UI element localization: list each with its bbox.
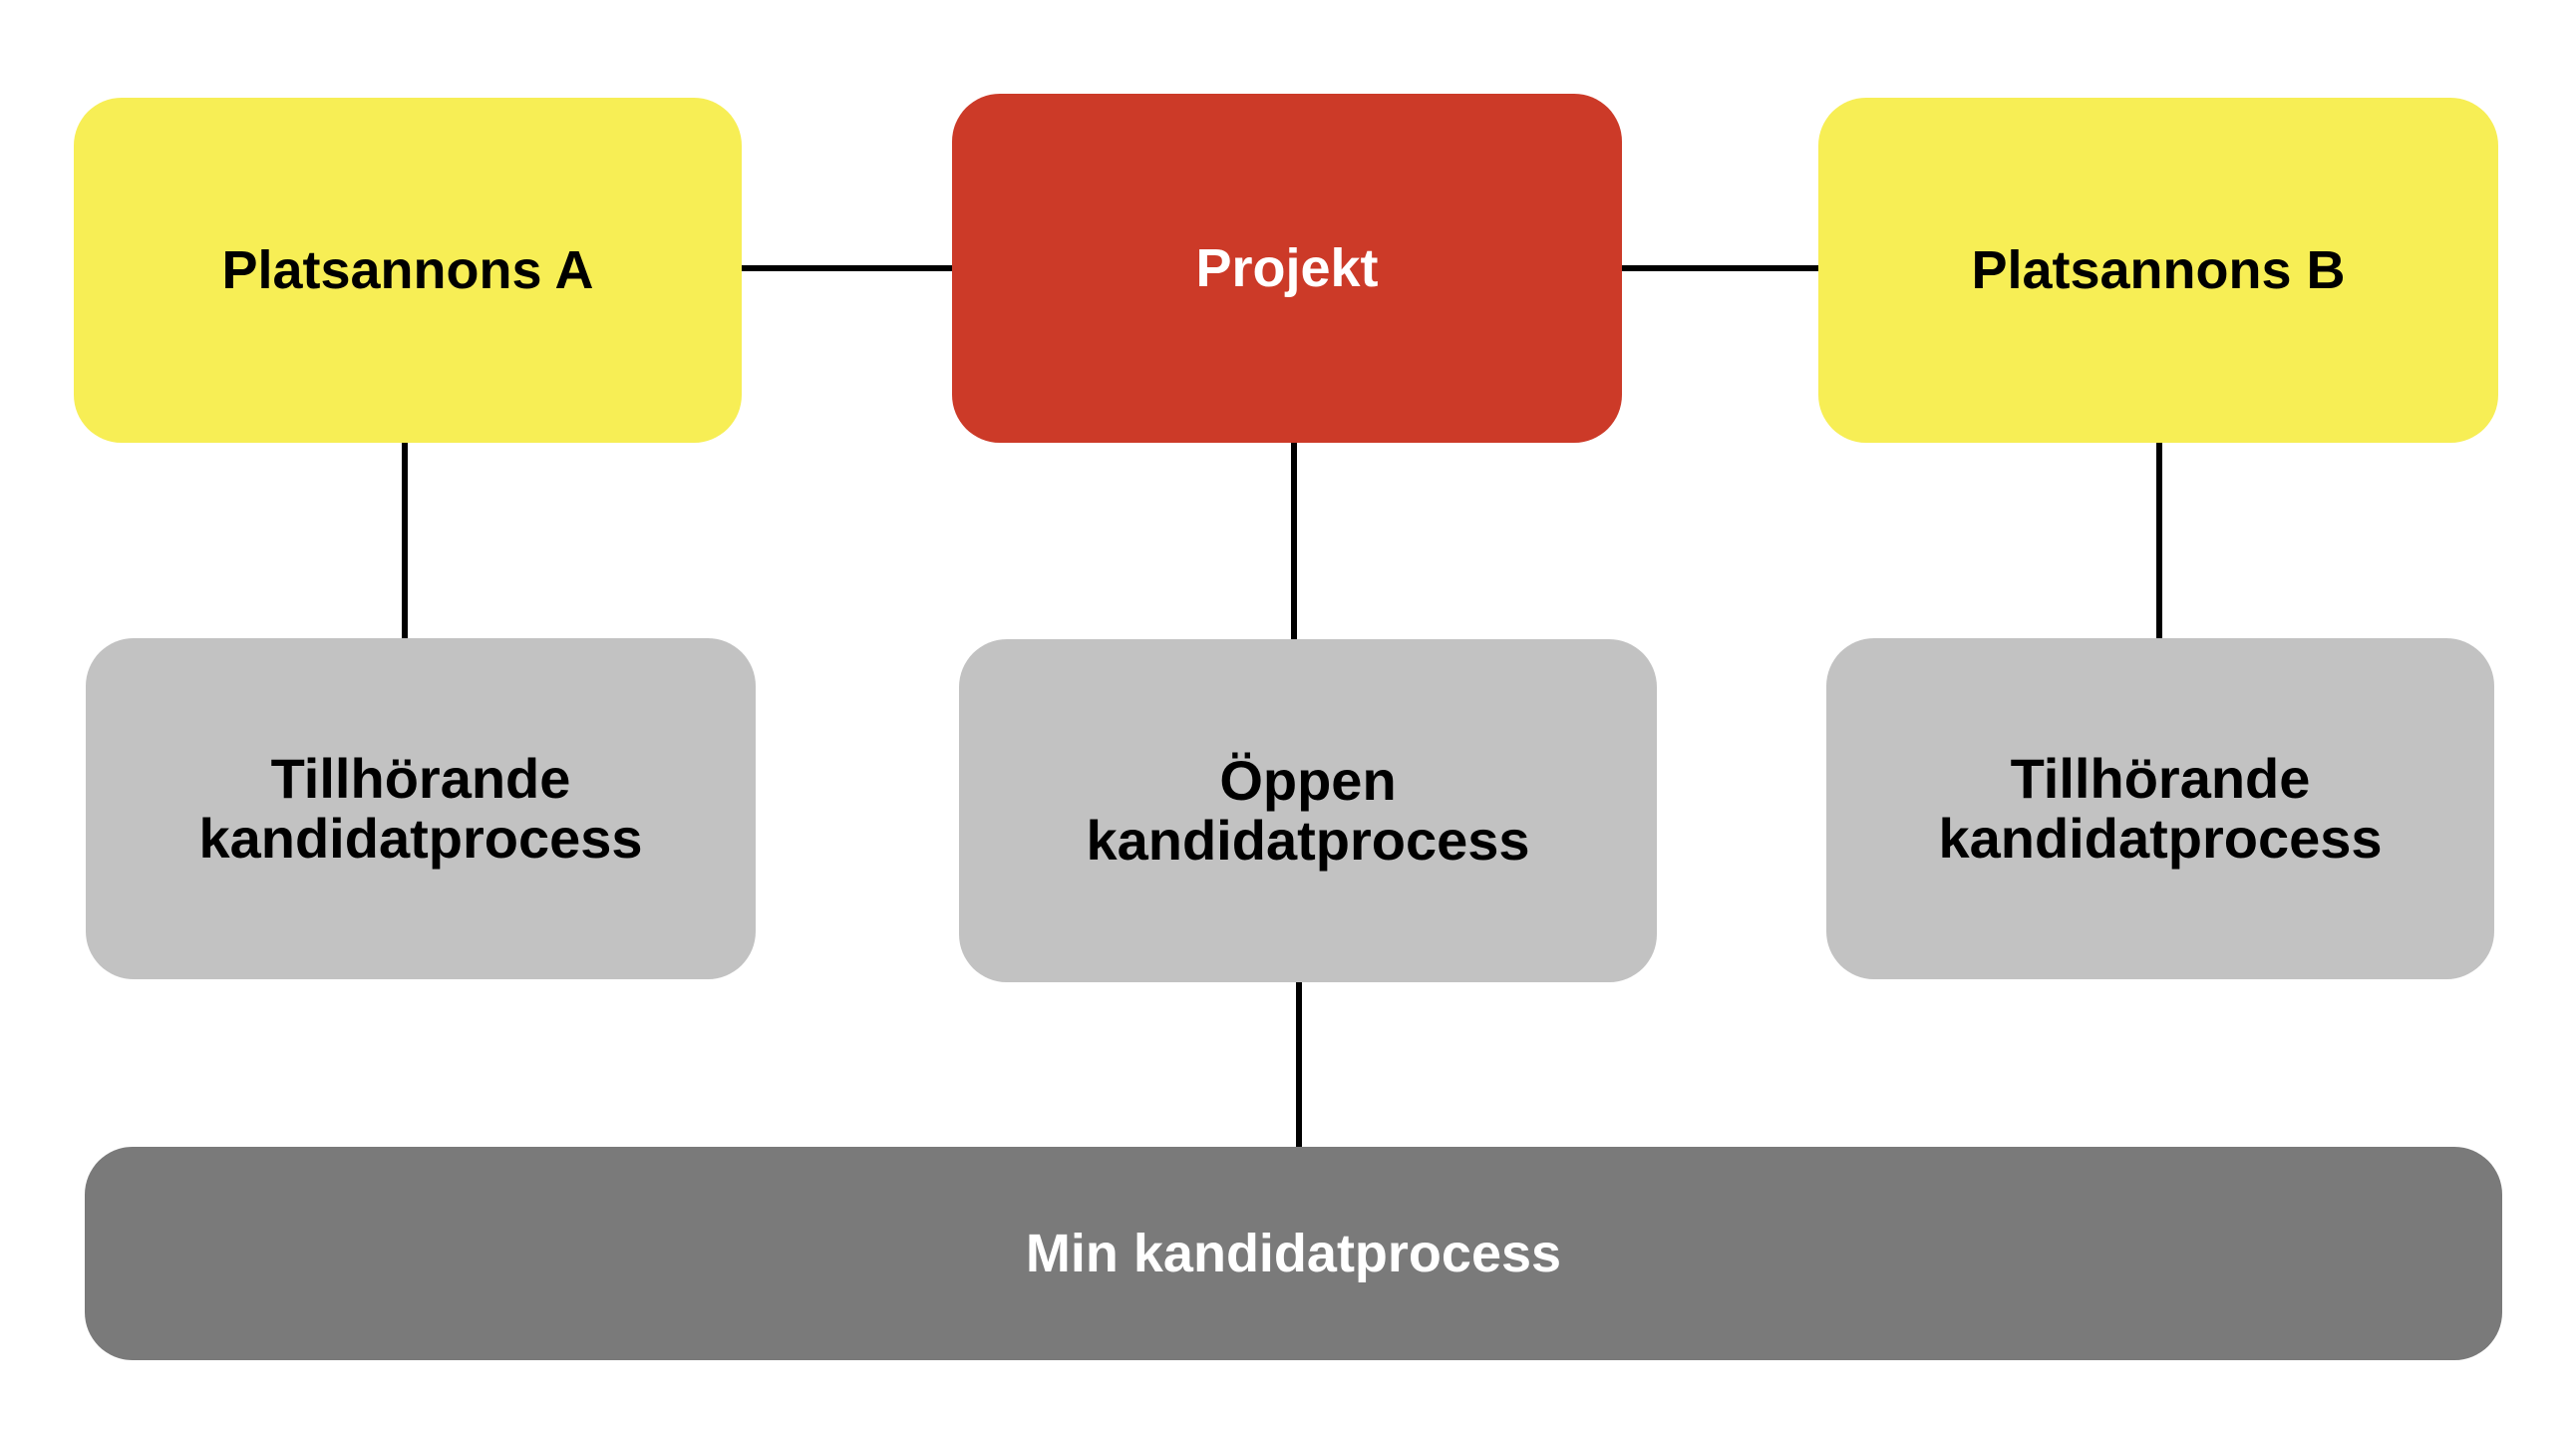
node-tillhorande-kandidatprocess-a: Tillhörande kandidatprocess xyxy=(86,638,756,979)
node-projekt-label: Projekt xyxy=(1195,238,1379,298)
node-tillhorande-kandidatprocess-a-label: Tillhörande kandidatprocess xyxy=(198,747,643,870)
node-projekt: Projekt xyxy=(952,94,1622,443)
connector-projekt-platsannons-b xyxy=(1622,265,1818,271)
node-oppen-kandidatprocess: Öppen kandidatprocess xyxy=(959,639,1657,982)
connector-platsannons-a-projekt xyxy=(742,265,952,271)
node-platsannons-b: Platsannons B xyxy=(1818,98,2498,443)
node-tillhorande-kandidatprocess-b-label: Tillhörande kandidatprocess xyxy=(1938,747,2383,870)
node-platsannons-a: Platsannons A xyxy=(74,98,742,443)
node-tillhorande-kandidatprocess-b: Tillhörande kandidatprocess xyxy=(1826,638,2494,979)
connector-platsannons-a-tillhorande-a xyxy=(402,443,408,639)
connector-oppen-min-kandidatprocess xyxy=(1296,980,1302,1148)
connector-projekt-oppen xyxy=(1291,443,1297,639)
node-oppen-kandidatprocess-label: Öppen kandidatprocess xyxy=(1086,749,1530,872)
node-platsannons-b-label: Platsannons B xyxy=(1971,240,2346,300)
node-min-kandidatprocess: Min kandidatprocess xyxy=(85,1147,2502,1360)
node-min-kandidatprocess-label: Min kandidatprocess xyxy=(1025,1224,1562,1283)
node-platsannons-a-label: Platsannons A xyxy=(221,240,594,300)
connector-platsannons-b-tillhorande-b xyxy=(2156,443,2162,639)
